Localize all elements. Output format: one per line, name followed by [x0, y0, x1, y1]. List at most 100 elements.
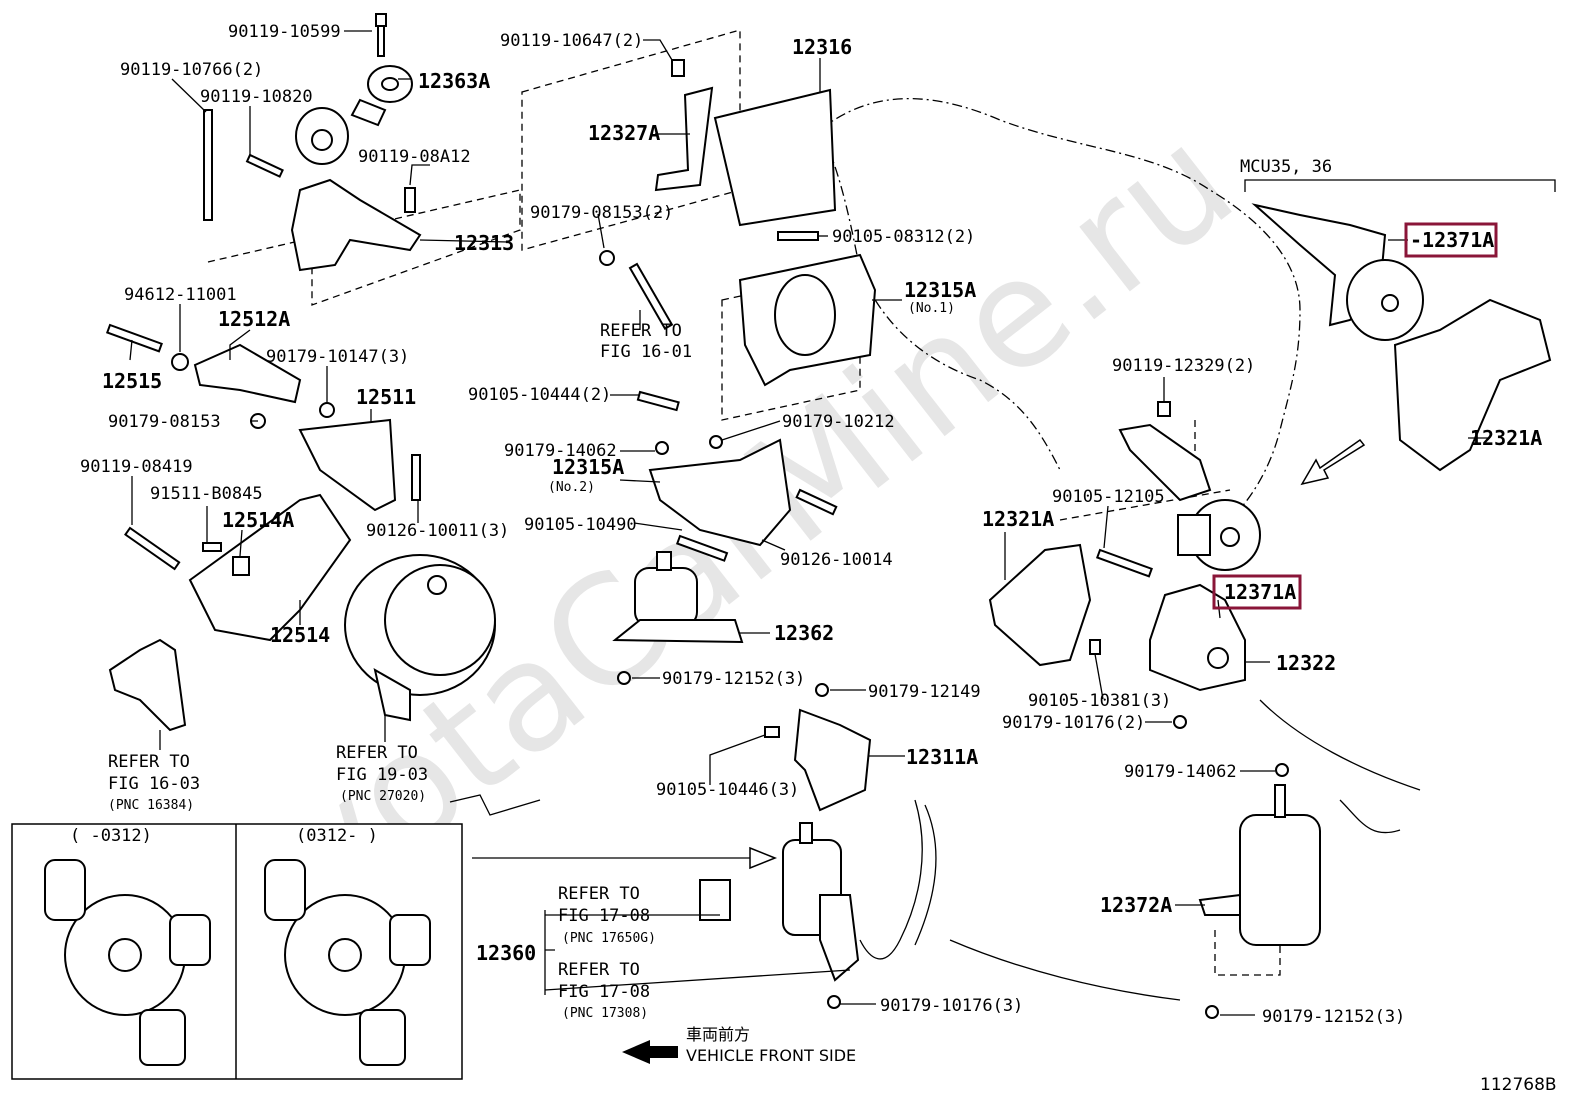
nut-90179-12149	[815, 683, 829, 697]
label-12371A-mid[interactable]: 12371A	[1224, 580, 1296, 604]
label-12363A[interactable]: 12363A	[418, 69, 490, 93]
label-90179-08153-2[interactable]: 90179-08153(2)	[530, 203, 673, 223]
label-90119-10820[interactable]: 90119-10820	[200, 87, 313, 107]
label-refer-19-03-c[interactable]: (PNC 27020)	[340, 789, 426, 804]
label-12514A[interactable]: 12514A	[222, 508, 294, 532]
leader-lines	[129, 30, 1490, 1016]
alternator-refer-19-03	[344, 554, 496, 722]
label-12315A-no1[interactable]: 12315A	[904, 278, 976, 302]
label-12316[interactable]: 12316	[792, 35, 852, 59]
stud-90126-10011	[411, 454, 421, 501]
mount-12372A	[1198, 784, 1321, 946]
label-12511[interactable]: 12511	[356, 385, 416, 409]
direction-label-en: VEHICLE FRONT SIDE	[686, 1046, 856, 1065]
bracket-12511	[298, 418, 397, 512]
label-refer-17-08b-a[interactable]: REFER TO	[558, 960, 640, 980]
nut-90179-08153-2	[599, 250, 615, 266]
bolt-90119-10820	[245, 153, 284, 178]
label-12322[interactable]: 12322	[1276, 651, 1336, 675]
label-90179-08153[interactable]: 90179-08153	[108, 412, 221, 432]
label-94612-11001[interactable]: 94612-11001	[124, 285, 237, 305]
label-12360[interactable]: 12360	[476, 941, 536, 965]
bolt-90105-08312	[777, 231, 819, 241]
label-12372A[interactable]: 12372A	[1100, 893, 1172, 917]
label-12313[interactable]: 12313	[454, 231, 514, 255]
bolt-90119-10599	[375, 13, 387, 57]
label-12327A[interactable]: 12327A	[588, 121, 660, 145]
label-90105-10381[interactable]: 90105-10381(3)	[1028, 691, 1171, 711]
label-12321A-left[interactable]: 12321A	[982, 507, 1054, 531]
bracket-12313	[290, 178, 422, 272]
label-refer-17-08b-b[interactable]: FIG 17-08	[558, 982, 650, 1002]
label-90179-12152-a[interactable]: 90179-12152(3)	[662, 669, 805, 689]
bolt-12515	[105, 323, 163, 353]
label-90179-14062-a[interactable]: 90179-14062	[504, 441, 617, 461]
bracket-12321A-right	[1393, 298, 1552, 472]
bolt-90105-10446	[764, 726, 780, 738]
label-90179-14062-b[interactable]: 90179-14062	[1124, 762, 1237, 782]
label-90119-08419[interactable]: 90119-08419	[80, 457, 193, 477]
bracket-12311A	[793, 708, 872, 812]
label-refer-17-08a-c[interactable]: (PNC 17650G)	[562, 931, 656, 946]
long-bolt-90119-10766	[203, 109, 213, 221]
bolt-90105-12105	[1095, 548, 1153, 578]
label-90105-10444[interactable]: 90105-10444(2)	[468, 385, 611, 405]
nut-90179-10176-3	[827, 995, 841, 1009]
label-90105-10446[interactable]: 90105-10446(3)	[656, 780, 799, 800]
bracket-12512A	[193, 343, 302, 404]
label-refer-17-08a-b[interactable]: FIG 17-08	[558, 906, 650, 926]
label-12321A-right[interactable]: 12321A	[1470, 426, 1542, 450]
label-12362[interactable]: 12362	[774, 621, 834, 645]
nut-90179-14062-b	[1275, 763, 1289, 777]
labels: 90119-10599 90119-10647(2) 12316 90119-1…	[70, 22, 1557, 1095]
bolt-90119-12329	[1157, 401, 1171, 417]
label-12515[interactable]: 12515	[102, 369, 162, 393]
label-12311A[interactable]: 12311A	[906, 745, 978, 769]
label-90105-12105[interactable]: 90105-12105	[1052, 487, 1165, 507]
label-refer-16-03-c[interactable]: (PNC 16384)	[108, 798, 194, 813]
label-90105-08312[interactable]: 90105-08312(2)	[832, 227, 975, 247]
label-12371A-top[interactable]: -12371A	[1410, 228, 1494, 252]
label-refer-19-03-b[interactable]: FIG 19-03	[336, 765, 428, 785]
label-refer-16-03-b[interactable]: FIG 16-03	[108, 774, 200, 794]
inset-right-mount	[264, 859, 431, 1066]
label-refer-16-03-a[interactable]: REFER TO	[108, 752, 190, 772]
label-refer-16-01-a[interactable]: REFER TO	[600, 321, 682, 341]
bolt-90119-08419	[124, 526, 181, 571]
label-refer-17-08b-c[interactable]: (PNC 17308)	[562, 1006, 648, 1021]
nut-90179-12152-b	[1205, 1005, 1219, 1019]
label-90179-10147[interactable]: 90179-10147(3)	[266, 347, 409, 367]
bracket-12315A-no2	[648, 438, 792, 547]
round-mount	[295, 107, 349, 165]
label-91511-B0845[interactable]: 91511-B0845	[150, 484, 263, 504]
label-12315A-no2[interactable]: 12315A	[552, 455, 624, 479]
washer-94612-11001	[171, 353, 189, 371]
inset-arrow-head	[749, 846, 778, 870]
label-90126-10014[interactable]: 90126-10014	[780, 550, 893, 570]
label-90119-10647[interactable]: 90119-10647(2)	[500, 31, 643, 51]
label-90119-08A12[interactable]: 90119-08A12	[358, 147, 471, 167]
label-90179-12152-b[interactable]: 90179-12152(3)	[1262, 1007, 1405, 1027]
label-refer-16-01-b[interactable]: FIG 16-01	[600, 342, 692, 362]
label-12315A-no2-sub: (No.2)	[548, 480, 595, 495]
label-90179-12149[interactable]: 90179-12149	[868, 682, 981, 702]
label-90179-10176-2[interactable]: 90179-10176(2)	[1002, 713, 1145, 733]
label-90179-10176-3[interactable]: 90179-10176(3)	[880, 996, 1023, 1016]
engine-lower-outline	[949, 699, 1421, 1001]
nut-90179-10212	[709, 435, 723, 449]
label-90119-10766[interactable]: 90119-10766(2)	[120, 60, 263, 80]
mount-12362	[612, 551, 744, 644]
label-refer-17-08a-a[interactable]: REFER TO	[558, 884, 640, 904]
bracket-12321A-left	[988, 543, 1092, 667]
label-90126-10011[interactable]: 90126-10011(3)	[366, 521, 509, 541]
label-12514[interactable]: 12514	[270, 623, 330, 647]
label-90119-12329[interactable]: 90119-12329(2)	[1112, 356, 1255, 376]
label-refer-19-03-a[interactable]: REFER TO	[336, 743, 418, 763]
bolt-90105-10490	[675, 534, 729, 562]
label-12512A[interactable]: 12512A	[218, 307, 290, 331]
label-90119-10599[interactable]: 90119-10599	[228, 22, 341, 42]
label-90105-10490[interactable]: 90105-10490	[524, 515, 637, 535]
label-90179-10212[interactable]: 90179-10212	[782, 412, 895, 432]
inset-right-caption: (0312- )	[296, 826, 378, 846]
stud-refer-16-01	[628, 262, 674, 330]
